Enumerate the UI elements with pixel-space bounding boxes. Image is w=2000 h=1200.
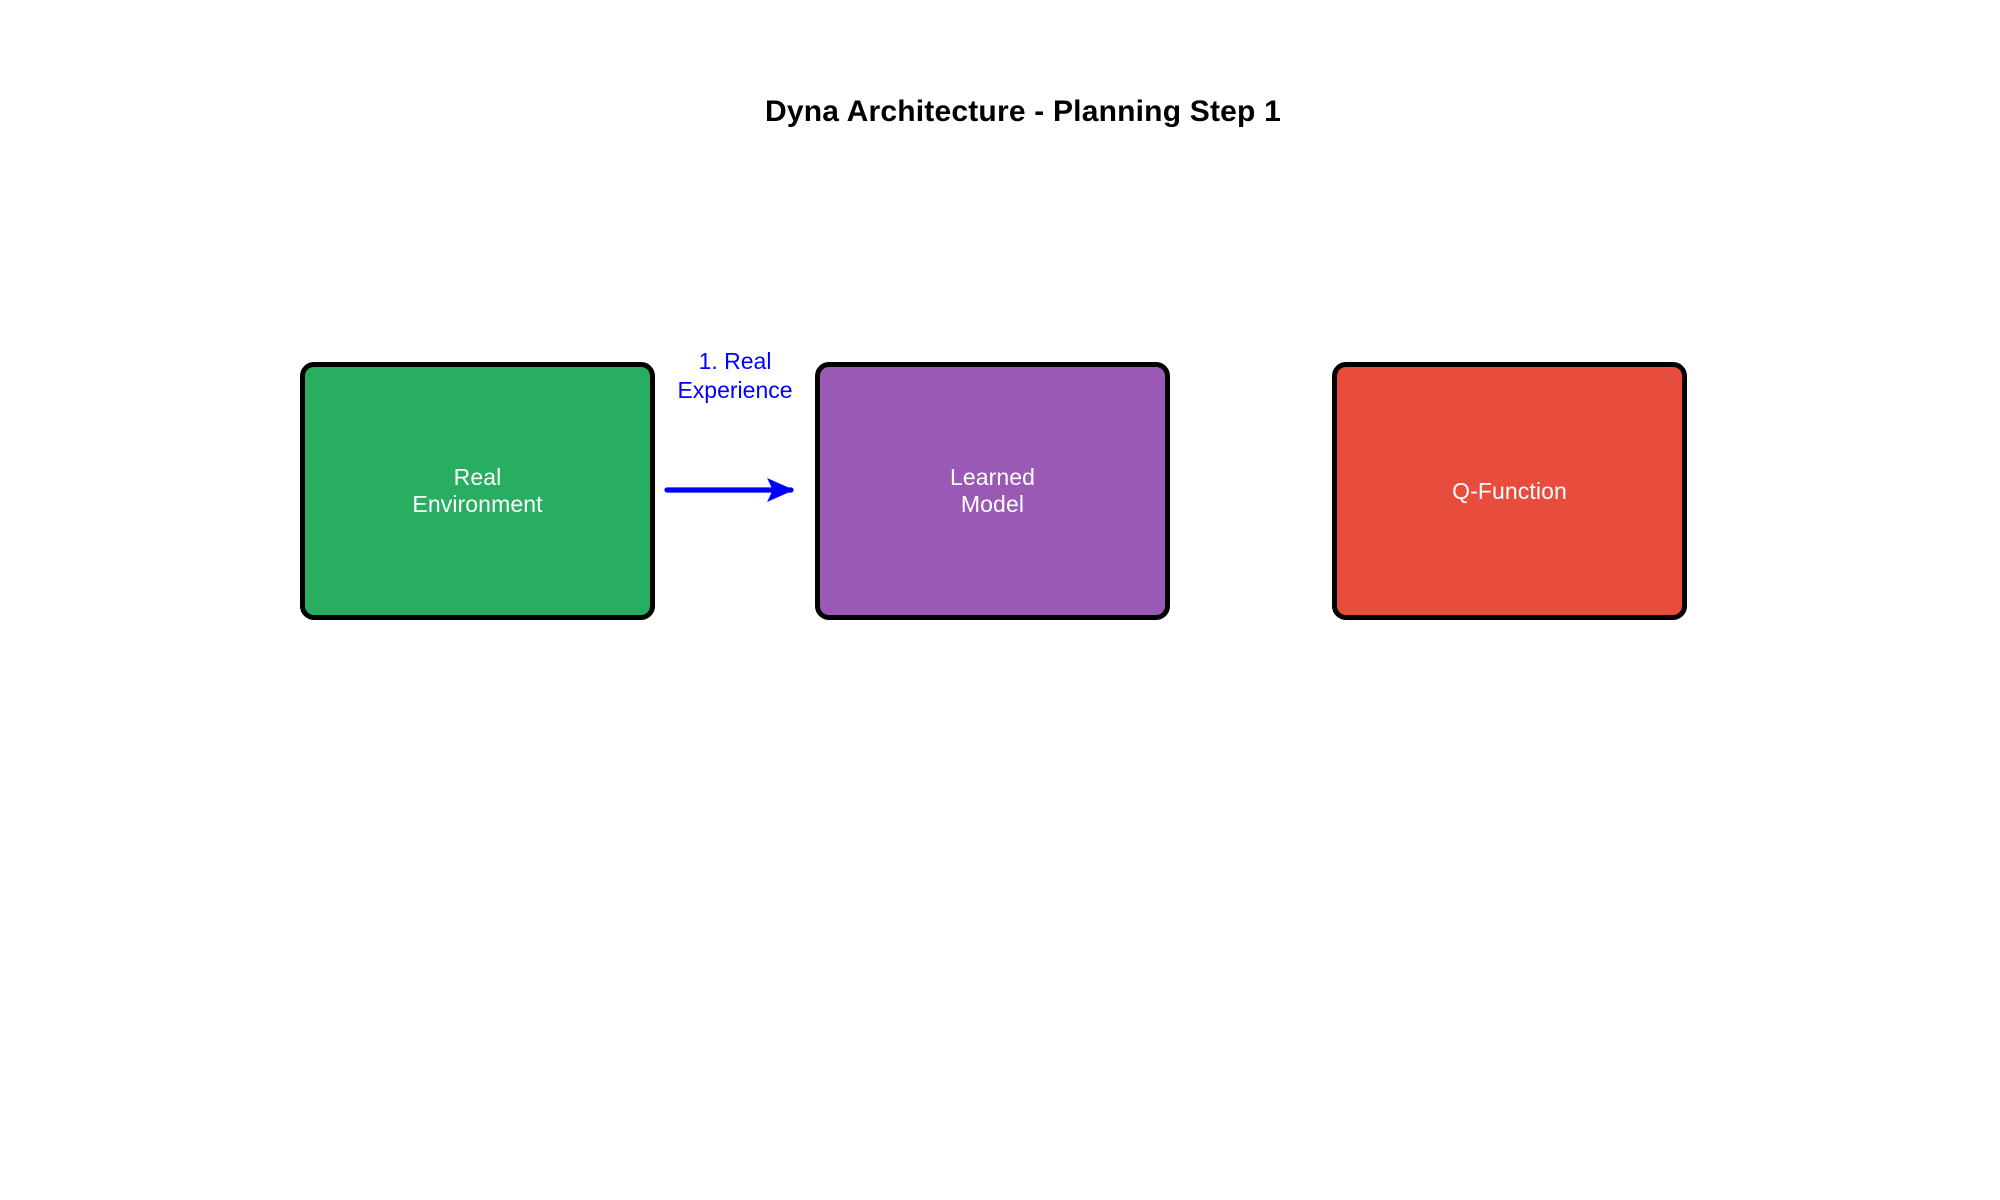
- arrow-real-experience-icon: [664, 478, 795, 502]
- node-real-environment[interactable]: Real Environment: [300, 362, 655, 620]
- arrow-real-experience-label: 1. Real Experience: [677, 348, 793, 403]
- node-real-environment-label: Real Environment: [412, 464, 543, 517]
- node-learned-model[interactable]: Learned Model: [815, 362, 1170, 620]
- page-title: Dyna Architecture - Planning Step 1: [765, 95, 1281, 128]
- node-q-function-label: Q-Function: [1452, 477, 1567, 504]
- node-learned-model-label: Learned Model: [949, 464, 1036, 517]
- node-q-function[interactable]: Q-Function: [1332, 362, 1687, 620]
